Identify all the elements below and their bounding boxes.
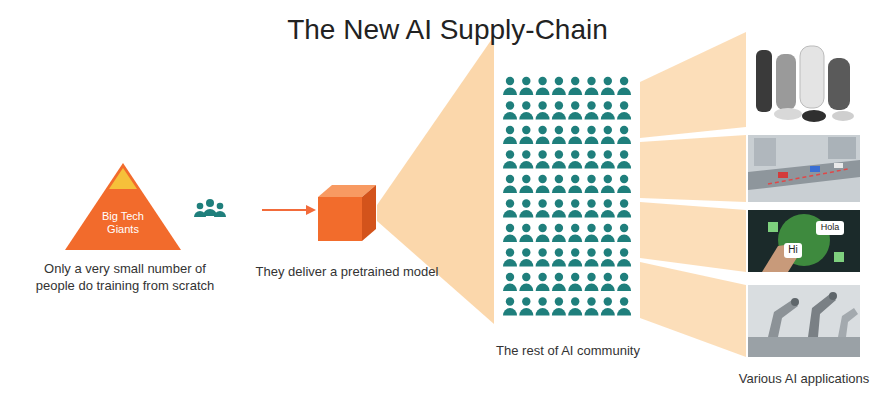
arrow-connector [262, 205, 316, 215]
apps-caption: Various AI applications [734, 370, 874, 387]
community-crowd: The rest of AI community [502, 72, 634, 322]
crowd-caption: The rest of AI community [478, 342, 658, 359]
bubble-text: Hola [816, 221, 844, 234]
application-column: Various AI applications [748, 32, 860, 357]
bubble-text: Hi [784, 243, 802, 256]
model-cube-art [318, 183, 376, 243]
fan-connector [640, 32, 746, 357]
community-crowd-art [502, 72, 634, 322]
pyramid-node: Big Tech GiantsOnly a very small number … [60, 160, 260, 252]
pyramid-text: Big Tech Giants [88, 210, 158, 236]
pyramid-node-art [60, 160, 260, 252]
model-cube: They deliver a pretrained model [318, 183, 376, 243]
funnel-connector [377, 36, 494, 324]
pyramid-caption: Only a very small number of people do tr… [30, 260, 220, 294]
cube-caption: They deliver a pretrained model [247, 263, 447, 280]
application-column-art [748, 32, 860, 357]
